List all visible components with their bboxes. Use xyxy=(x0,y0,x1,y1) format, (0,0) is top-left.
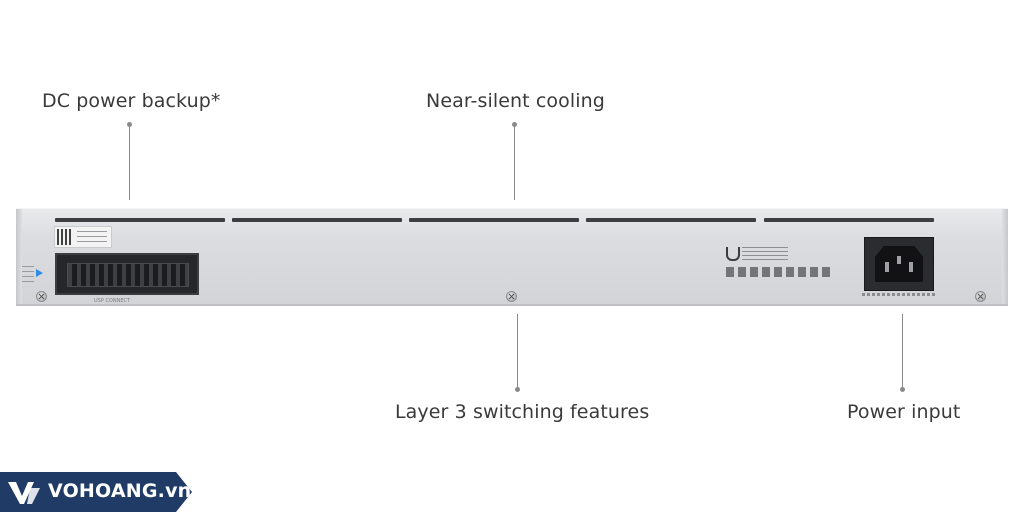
callout-dot xyxy=(512,122,517,127)
side-rating-text xyxy=(22,266,34,282)
callout-dc-power-backup: DC power backup* xyxy=(42,90,221,112)
power-rating-text xyxy=(862,293,936,296)
dc-port-caption: USP CONNECT xyxy=(94,298,131,304)
ubiquiti-logo-icon xyxy=(726,247,740,261)
vohoang-logo-icon xyxy=(8,482,40,504)
callout-power-input: Power input xyxy=(847,401,961,423)
ac-power-inlet[interactable] xyxy=(864,237,934,291)
dc-connector-pins xyxy=(67,263,189,287)
screw-icon xyxy=(36,291,47,302)
status-led-icon xyxy=(36,269,43,277)
callout-near-silent-cooling: Near-silent cooling xyxy=(426,90,605,112)
chassis-right-edge xyxy=(1002,209,1008,304)
cooling-vent xyxy=(764,218,934,222)
callout-leader-line xyxy=(902,314,903,388)
screw-icon xyxy=(975,291,986,302)
cooling-vent xyxy=(586,218,756,222)
cooling-vent xyxy=(232,218,402,222)
certification-marks-icon xyxy=(726,267,832,277)
regulatory-text xyxy=(742,247,788,263)
callout-dot xyxy=(900,387,905,392)
switch-rear-panel: USP CONNECT xyxy=(16,208,1008,306)
screw-icon xyxy=(506,291,517,302)
cooling-vent xyxy=(55,218,225,222)
chassis-left-edge xyxy=(16,209,22,304)
callout-dot xyxy=(127,122,132,127)
qr-code-icon xyxy=(57,229,73,245)
socket-pin xyxy=(885,262,889,272)
serial-qr-label xyxy=(54,226,112,248)
label-text-lines xyxy=(77,231,107,232)
brand-name: VOHOANG.vn xyxy=(48,480,192,502)
socket-pin xyxy=(909,262,913,272)
cooling-vent xyxy=(409,218,579,222)
callout-dot xyxy=(515,387,520,392)
dc-power-backup-port[interactable] xyxy=(55,253,199,295)
callout-leader-line xyxy=(517,314,518,388)
brand-badge: VOHOANG.vn xyxy=(0,472,192,512)
callout-leader-line xyxy=(514,126,515,200)
callout-leader-line xyxy=(129,126,130,200)
callout-layer3-switching: Layer 3 switching features xyxy=(395,401,650,423)
iec-socket xyxy=(875,246,923,282)
socket-pin xyxy=(897,256,901,264)
